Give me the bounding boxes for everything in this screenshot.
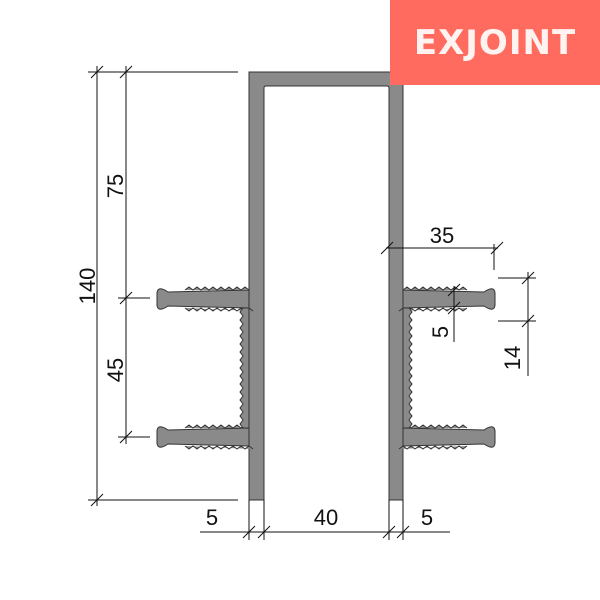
lower-segment-label: 45 — [103, 358, 128, 382]
left-lower-flange — [156, 424, 254, 450]
brand-logo-text: EXJOINT — [413, 22, 577, 63]
right-upper-flange — [398, 286, 496, 312]
upper-segment-label: 75 — [103, 174, 128, 198]
rib-spacing-label: 14 — [500, 346, 525, 370]
flange-width-label: 35 — [430, 223, 454, 248]
left-upper-flange — [156, 286, 254, 312]
dimension-lines-right — [380, 241, 536, 376]
left-vertical-rib — [239, 307, 250, 429]
right-vertical-rib — [402, 307, 413, 429]
right-lower-flange — [398, 424, 496, 450]
wall-right-label: 5 — [421, 505, 433, 530]
u-profile-body — [248, 71, 404, 501]
wall-left-label: 5 — [206, 505, 218, 530]
brand-logo: EXJOINT — [390, 0, 600, 85]
rib-thickness-label: 5 — [428, 326, 453, 338]
dimension-lines-bottom — [200, 500, 450, 540]
gap-width-label: 40 — [314, 505, 338, 530]
overall-height-label: 140 — [75, 268, 100, 305]
dimension-lines-left — [88, 65, 238, 507]
